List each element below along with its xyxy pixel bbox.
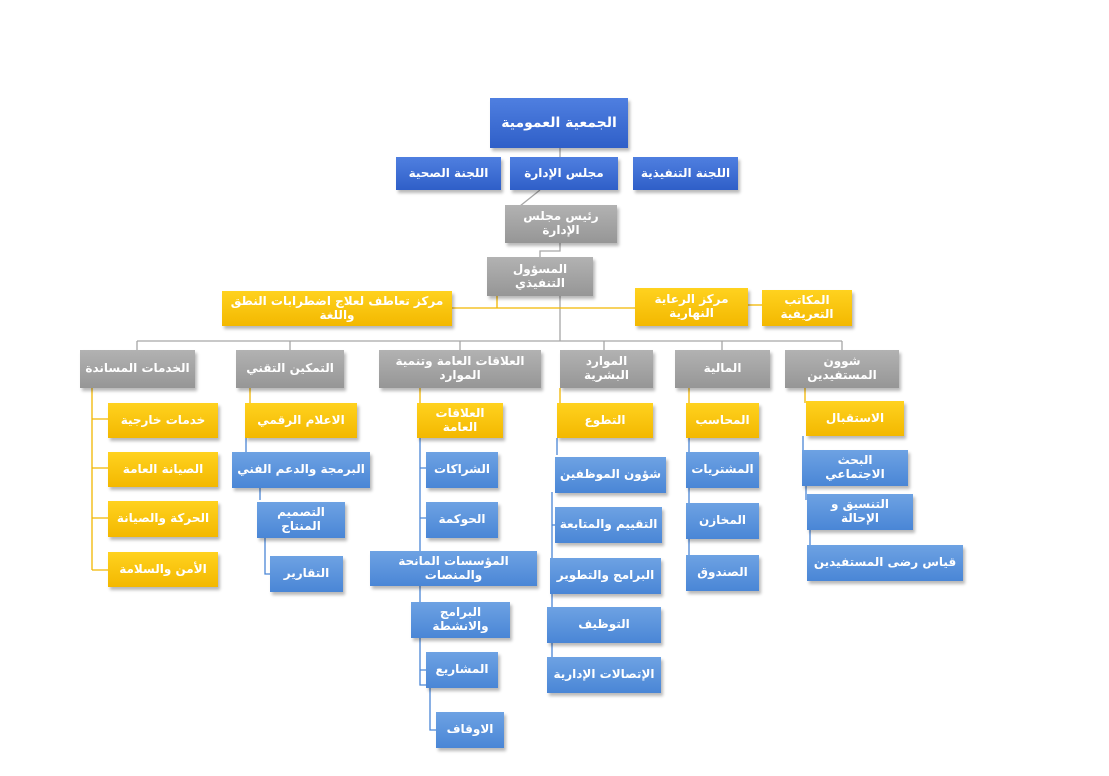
speech-center-box: مركز تعاطف لعلاج اضطرابات النطق واللغة (222, 291, 452, 326)
human-resources-header: الموارد البشرية (560, 350, 653, 388)
pr-item-programs-activities: البرامج والانشطة (411, 602, 510, 638)
finance-header: المالية (675, 350, 770, 388)
hr-item-programs-development: البرامج والتطوير (550, 558, 661, 594)
tech-empowerment-header: التمكين التقني (236, 350, 344, 388)
hr-item-recruitment: التوظيف (547, 607, 661, 643)
finance-item-accountant: المحاسب (686, 403, 759, 438)
support-item-security-safety: الأمن والسلامة (108, 552, 218, 587)
day-care-box: مركز الرعاية النهارية (635, 288, 748, 326)
beneficiaries-item-reception: الاستقبال (806, 401, 904, 436)
pr-item-public-relations: العلاقات العامة (417, 403, 503, 438)
support-item-general-maintenance: الصيانة العامة (108, 452, 218, 487)
support-item-transport-maintenance: الحركة والصيانة (108, 501, 218, 537)
hr-item-staff-affairs: شؤون الموظفين (555, 457, 666, 493)
pr-item-governance: الحوكمة (426, 502, 498, 538)
info-offices-box: المكاتب التعريفية (762, 290, 852, 326)
hr-item-evaluation-monitoring: التقييم والمتابعة (555, 507, 662, 543)
hr-item-admin-communications: الإتصالات الإدارية (547, 657, 661, 693)
pr-item-projects: المشاريع (426, 652, 498, 688)
tech-item-reports: التقارير (270, 556, 343, 592)
pr-item-donor-institutions: المؤسسات المانحة والمنصات (370, 551, 537, 586)
tech-item-programming-support: البرمجة والدعم الفني (232, 452, 370, 488)
tech-item-product-design: التصميم المنتاج (257, 502, 345, 538)
support-services-header: الخدمات المساندة (80, 350, 195, 388)
public-relations-header: العلاقات العامة وتنمية الموارد (379, 350, 541, 388)
health-committee-box: اللجنة الصحية (396, 157, 501, 190)
board-chair-box: رئيس مجلس الإدارة (505, 205, 617, 243)
finance-item-purchasing: المشتريات (686, 452, 759, 488)
beneficiaries-item-social-research: البحث الاجتماعي (802, 450, 908, 486)
beneficiaries-item-coordination-referral: التنسيق و الإحالة (807, 494, 913, 530)
finance-item-warehouses: المخازن (686, 503, 759, 539)
pr-item-partnerships: الشراكات (426, 452, 498, 488)
executive-director-box: المسؤول التنفيذي (487, 257, 593, 296)
finance-item-cash-fund: الصندوق (686, 555, 759, 591)
tech-item-digital-media: الاعلام الرقمي (245, 403, 357, 438)
executive-committee-box: اللجنة التنفيذية (633, 157, 738, 190)
beneficiaries-item-satisfaction: قياس رضى المستفيدين (807, 545, 963, 581)
hr-item-volunteering: التطوع (557, 403, 653, 438)
board-box: مجلس الإدارة (510, 157, 618, 190)
general-assembly-box: الجمعية العمومية (490, 98, 628, 148)
pr-item-endowments: الاوقاف (436, 712, 504, 748)
beneficiaries-header: شوون المستفيدين (785, 350, 899, 388)
support-item-external-services: خدمات خارجية (108, 403, 218, 438)
